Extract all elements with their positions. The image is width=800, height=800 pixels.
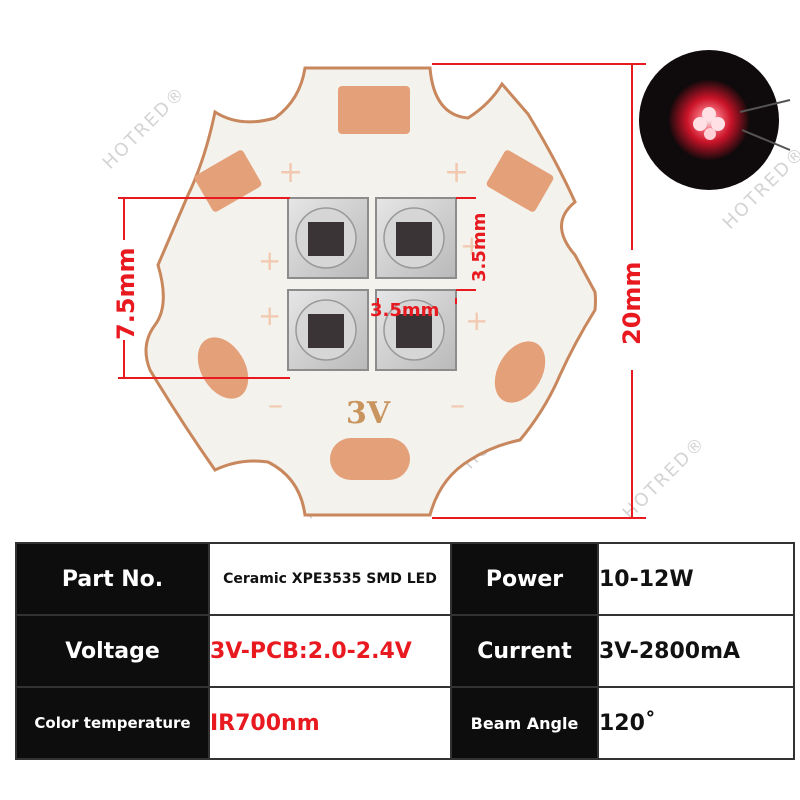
led-star-board: + + + + + + – – 3V [144, 66, 597, 517]
led-chip [287, 289, 369, 371]
spec-label-current: Current [450, 614, 599, 688]
spec-value-voltage: 3V-PCB:2.0-2.4V [208, 614, 452, 688]
spec-value-part-no: Ceramic XPE3535 SMD LED [208, 542, 452, 616]
watermark: HOTRED® [99, 82, 191, 174]
spec-value-beam-angle: 120˚ [597, 686, 795, 760]
led-chip [287, 197, 369, 279]
array-width-label: 7.5mm [112, 247, 140, 340]
copper-pad [197, 337, 249, 399]
spec-value-power: 10-12W [597, 542, 795, 616]
spec-table: Part No. Ceramic XPE3535 SMD LED Power 1… [15, 542, 795, 760]
copper-pad [330, 438, 410, 480]
copper-pad [338, 86, 410, 134]
table-row: Color temperature IR700nm Beam Angle 120… [15, 686, 795, 760]
dimension-array-width [118, 197, 290, 379]
voltage-mark: 3V [346, 396, 391, 431]
chip-width-label: 3.5mm [370, 300, 439, 321]
plus-mark: + [465, 304, 488, 337]
spec-label-part-no: Part No. [15, 542, 210, 616]
dimension-board-diameter [432, 63, 646, 519]
copper-pad [486, 150, 554, 212]
lit-led-inset [639, 50, 791, 190]
plus-mark: + [258, 299, 281, 332]
dimension-chip-height [456, 197, 476, 291]
plus-mark: + [444, 155, 469, 190]
spec-label-color-temperature: Color temperature [15, 686, 210, 760]
dimension-chip-width [377, 298, 457, 304]
plus-mark: + [258, 244, 281, 277]
spec-label-voltage: Voltage [15, 614, 210, 688]
minus-mark: – [268, 388, 283, 423]
chip-height-label: 3.5mm [469, 213, 490, 282]
copper-pad [194, 150, 262, 212]
led-chip [375, 289, 457, 371]
spec-label-beam-angle: Beam Angle [450, 686, 599, 760]
copper-pad [494, 341, 546, 403]
spec-label-power: Power [450, 542, 599, 616]
minus-mark: – [450, 388, 465, 423]
table-row: Part No. Ceramic XPE3535 SMD LED Power 1… [15, 542, 795, 616]
board-diameter-label: 20mm [618, 262, 646, 345]
plus-mark: + [460, 229, 483, 262]
led-chip [375, 197, 457, 279]
plus-mark: + [278, 155, 303, 190]
table-row: Voltage 3V-PCB:2.0-2.4V Current 3V-2800m… [15, 614, 795, 688]
spec-value-current: 3V-2800mA [597, 614, 795, 688]
spec-value-color-temperature: IR700nm [208, 686, 452, 760]
